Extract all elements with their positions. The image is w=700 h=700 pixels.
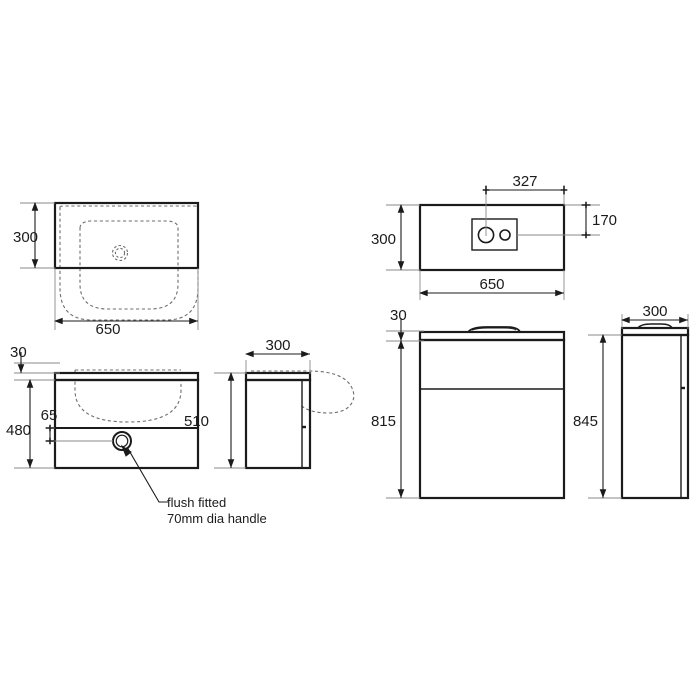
side-cabinet-body [244, 378, 312, 470]
basin-outer-hidden-top [59, 205, 199, 208]
dim-label-wc-front-height: 815 [371, 413, 396, 430]
dim-label-wc-depth: 300 [371, 231, 396, 248]
side-elevation-view: 300 510 [184, 337, 355, 470]
dim-label-wc-side-height: 845 [573, 413, 598, 430]
callout-text-line1: flush fitted [167, 495, 226, 510]
basin-hidden-bowl-profile [74, 370, 182, 423]
basin-inner-hidden-outline [79, 220, 179, 310]
waste-outlet-outer-circle [111, 244, 129, 262]
dim-label-cabinet-height: 480 [6, 422, 31, 439]
dim-label-wc-width: 650 [479, 276, 504, 293]
flush-handle-inner-ring [115, 434, 129, 448]
dim-label-side-height: 510 [184, 413, 209, 430]
wc-side-cabinet-body [620, 333, 690, 500]
callout-leader-line [126, 446, 168, 503]
wc-front-elevation-view: 30 815 [371, 307, 566, 500]
dim-label-drawer-offset: 65 [41, 407, 58, 424]
callout-text-line2: 70mm dia handle [167, 511, 267, 526]
cabinet-front-body [53, 378, 200, 470]
wc-plan-body-outline [418, 203, 566, 272]
front-elevation-view: 30 480 65 flush fitted 70mm dia handle [6, 344, 267, 526]
dim-label-wc-top-overhang: 30 [390, 307, 407, 324]
wc-side-elevation-view: 300 845 [573, 303, 690, 500]
basin-outer-hidden-outline [59, 207, 199, 321]
basin-plan-view: 300 650 [13, 201, 200, 338]
wc-front-top-slab [418, 330, 566, 342]
dim-label-wc-side-depth: 300 [642, 303, 667, 320]
tap-detail-highlight [471, 327, 517, 331]
dim-label-button-centre: 327 [512, 173, 537, 190]
flush-plate-outline [471, 218, 518, 251]
basin-overhang-hidden-arc [251, 370, 355, 414]
callout-leader-arrowhead [120, 444, 132, 457]
basin-plan-body-outline [53, 201, 200, 270]
dim-label-basin-depth: 300 [13, 229, 38, 246]
dim-label-basin-width: 650 [95, 321, 120, 338]
flush-button-small [499, 229, 511, 241]
wc-unit-plan-view: 327 170 300 650 [371, 173, 617, 300]
waste-outlet-inner-circle [114, 247, 126, 259]
dim-label-side-depth: 300 [265, 337, 290, 354]
dim-label-top-overhang: 30 [10, 344, 27, 361]
dim-label-button-offset: 170 [592, 212, 617, 229]
wc-front-cabinet-body [418, 338, 566, 500]
